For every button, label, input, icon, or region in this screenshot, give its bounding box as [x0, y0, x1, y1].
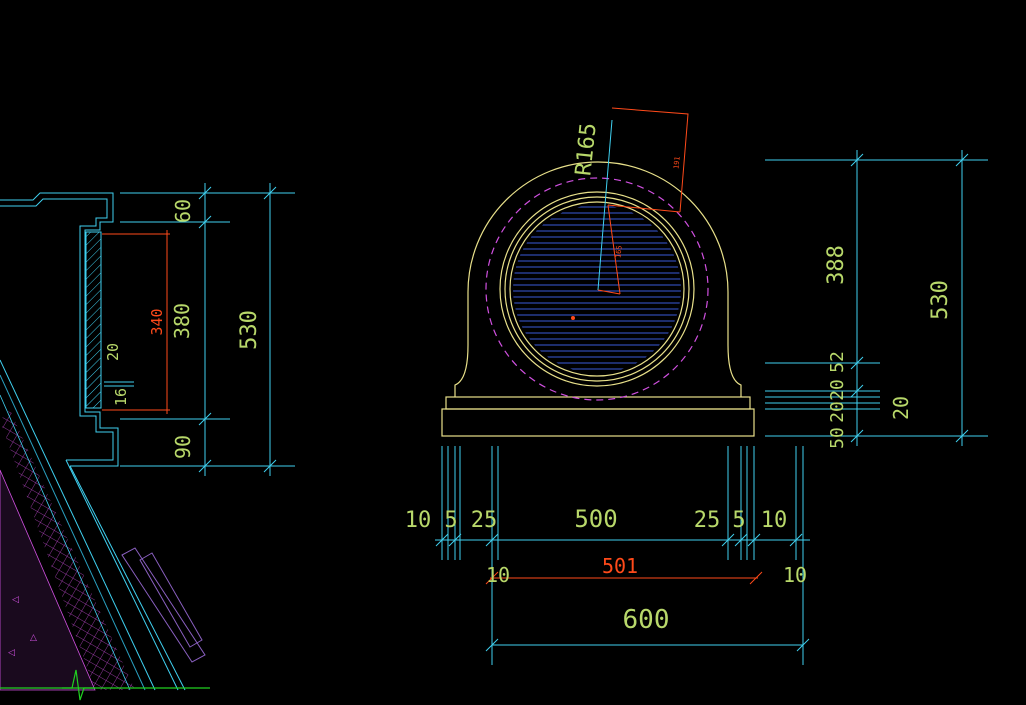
pipe-ring-inner	[509, 201, 685, 377]
saddle-outline	[454, 161, 742, 397]
left-dimension-lines	[104, 183, 295, 476]
dim-right-20a: 20	[827, 379, 848, 401]
dim-left-20: 20	[104, 343, 122, 361]
pipe-center-point	[571, 316, 575, 320]
dim-left-530: 530	[237, 310, 262, 350]
dim-bottom-25-left: 25	[471, 508, 498, 533]
dim-bottom-501: 501	[602, 554, 638, 578]
dim-left-16: 16	[112, 388, 130, 406]
dim-bottom-600: 600	[623, 605, 670, 635]
dim-right-52: 52	[827, 351, 848, 373]
pipe-ring-mid	[504, 196, 690, 382]
dim-left-380: 380	[170, 303, 194, 339]
pipe-support-detail: R165 165 191 388 530 52 20 20 20 50	[405, 107, 988, 665]
dim-right-388: 388	[824, 245, 849, 285]
dim-right-530: 530	[928, 280, 953, 320]
dim-bottom-5-left: 5	[444, 508, 457, 533]
pipe-outer-dashed-ring	[485, 177, 709, 401]
dim-left-90: 90	[171, 435, 195, 459]
radius-label-r165: R165	[571, 122, 601, 177]
dim-right-20b: 20	[827, 401, 848, 423]
bottom-dimension-lines	[435, 446, 810, 665]
dim-bottom-10-under-right: 10	[783, 563, 807, 587]
dim-bottom-500: 500	[574, 505, 617, 533]
bottom-orange-dim	[485, 571, 763, 585]
radius-leader	[597, 107, 689, 295]
pipe-ring-outer	[499, 191, 695, 387]
dim-right-50: 50	[827, 427, 848, 449]
right-dimension-lines	[765, 150, 988, 446]
roof-slope-layers: ◁ ◁ △	[0, 359, 210, 701]
dim-bottom-10-under-left: 10	[486, 563, 510, 587]
left-hatch-wall	[85, 231, 102, 409]
small-dim-191: 191	[672, 156, 681, 169]
svg-text:△: △	[30, 633, 37, 643]
svg-text:◁: ◁	[8, 648, 15, 658]
svg-text:◁: ◁	[12, 595, 19, 605]
dim-bottom-10-left: 10	[405, 508, 432, 533]
saddle-base-plinth	[445, 396, 751, 410]
dim-right-20c: 20	[889, 396, 913, 420]
left-outline	[0, 192, 119, 467]
left-section-detail: ◁ ◁ △ 60 380 340 530	[0, 183, 295, 701]
dim-bottom-10-right: 10	[761, 508, 788, 533]
left-orange-dim	[102, 230, 170, 414]
dim-left-340: 340	[148, 308, 166, 335]
dim-left-60: 60	[171, 199, 195, 223]
small-dim-165: 165	[614, 245, 623, 258]
pipe-water-hatch	[513, 205, 681, 373]
dim-bottom-5-right: 5	[732, 508, 745, 533]
dim-bottom-25-right: 25	[694, 508, 721, 533]
saddle-base-slab	[441, 408, 755, 437]
